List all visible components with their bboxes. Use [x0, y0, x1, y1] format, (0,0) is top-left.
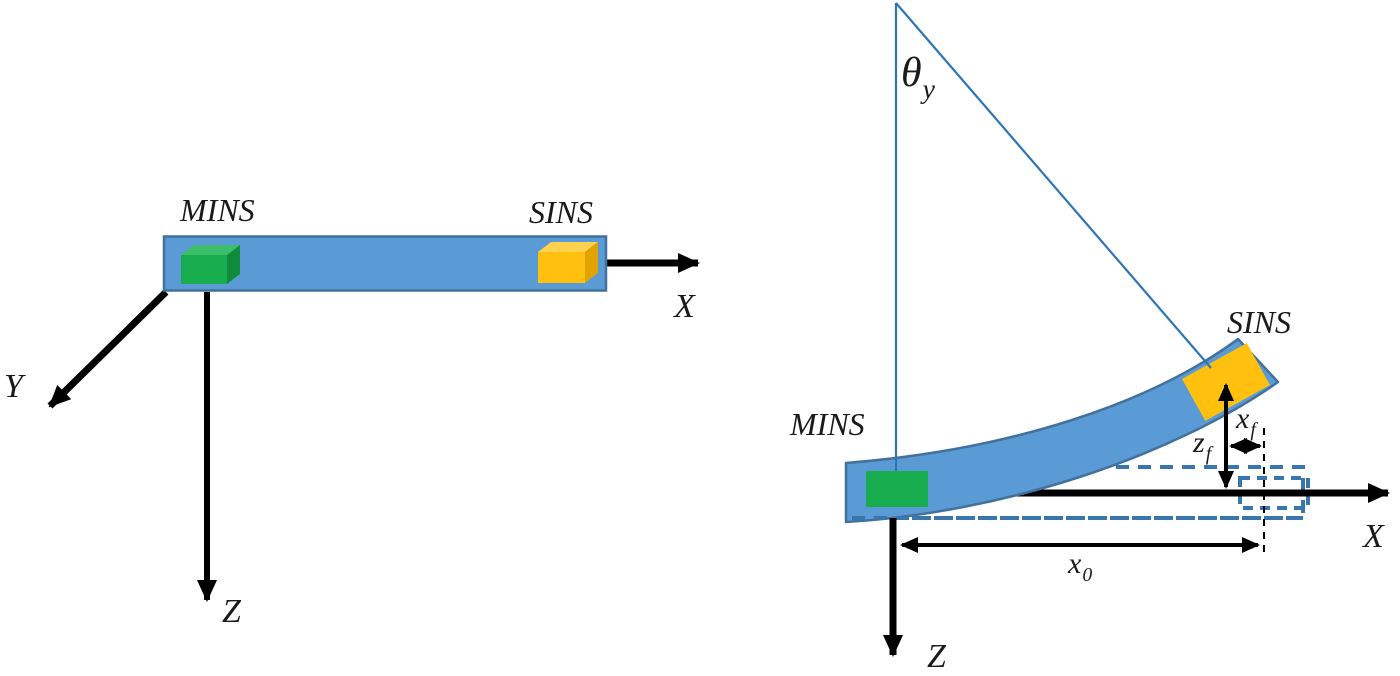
left-mins-label: MINS: [180, 192, 255, 228]
right-mins-label: MINS: [790, 406, 865, 442]
original-sins-outline: [1238, 476, 1310, 510]
left-sins-cube: [538, 242, 598, 283]
zf-dimension-label: zf: [1193, 426, 1212, 466]
deformed-beam: [844, 337, 1280, 524]
left-z-axis-label: Z: [222, 593, 241, 630]
x0-dimension-label: x0: [1068, 547, 1093, 587]
mins-cube-front-face: [181, 255, 227, 284]
sins-cube-top-face: [538, 242, 598, 252]
sins-cube-side-face: [585, 242, 598, 283]
theta-y-label: θy: [901, 50, 935, 104]
mins-cube-side-face: [227, 245, 240, 284]
left-y-axis-label: Y: [4, 368, 23, 405]
left-mins-cube: [181, 245, 240, 284]
right-mins-box: [866, 471, 928, 507]
sins-cube-front-face: [538, 252, 585, 283]
mins-cube-top-face: [181, 245, 240, 255]
right-x-axis-label: X: [1363, 518, 1384, 555]
left-x-axis-label: X: [674, 288, 695, 325]
xf-dimension-label: xf: [1236, 402, 1256, 442]
right-sins-box: [1182, 343, 1270, 421]
right-z-axis-label: Z: [927, 638, 946, 675]
right-sins-label: SINS: [1227, 304, 1291, 340]
left-y-axis-arrow: [47, 289, 169, 409]
theta-hypotenuse-line: [895, 2, 1212, 369]
right-panel: [844, 2, 1390, 657]
left-sins-label: SINS: [529, 194, 593, 230]
left-panel: [47, 235, 700, 602]
